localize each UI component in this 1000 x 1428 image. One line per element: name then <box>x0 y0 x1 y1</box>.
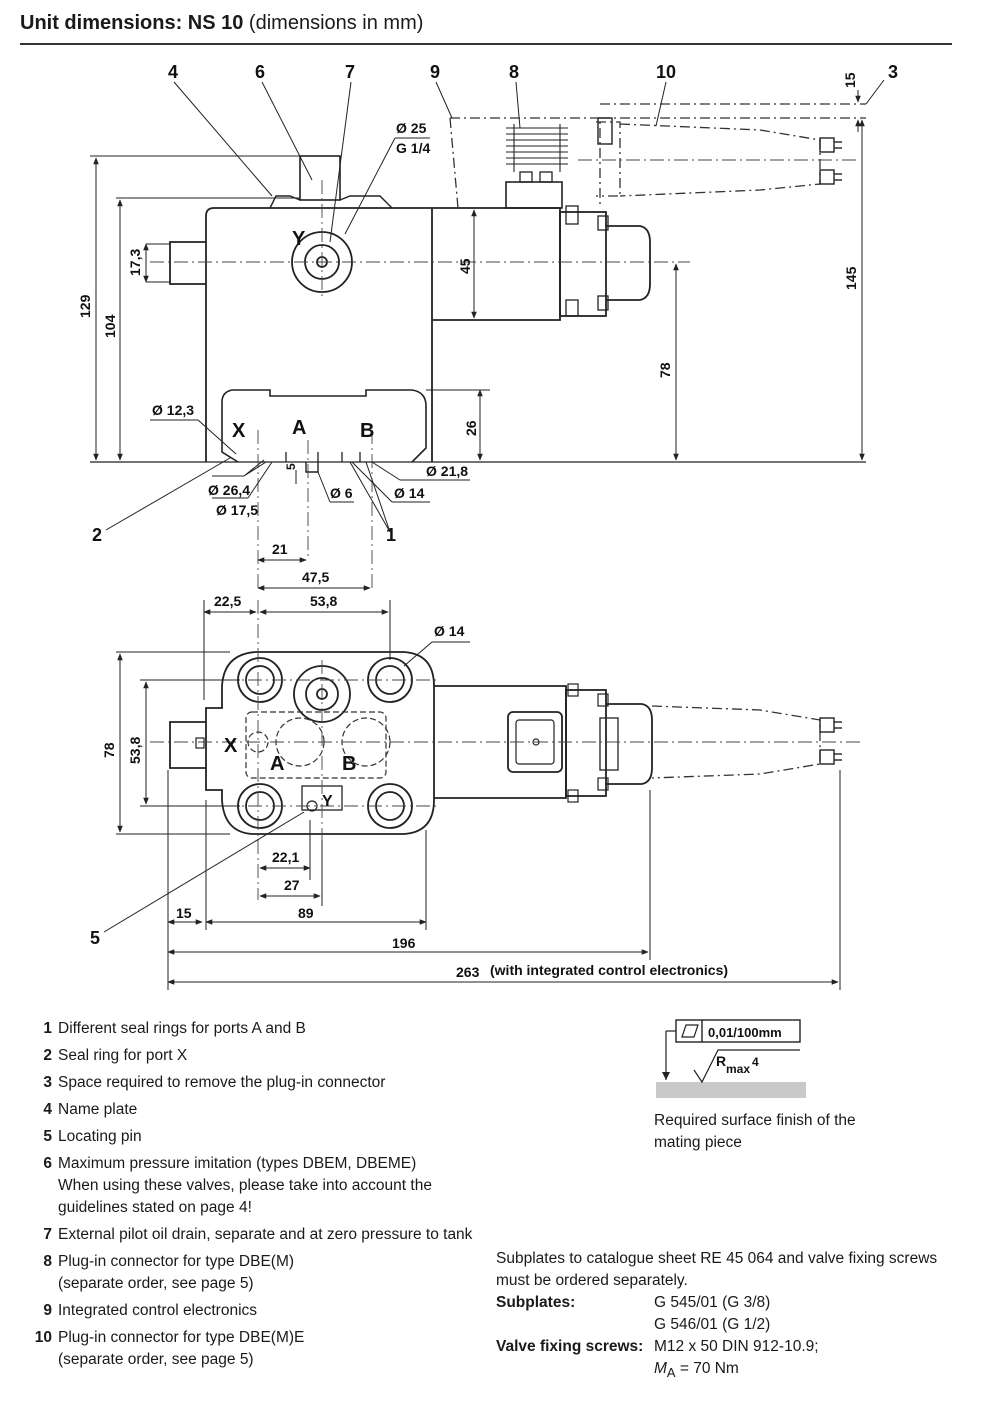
surface-finish-symbol: 0,01/100mm R max 4 <box>656 1019 806 1098</box>
svg-text:104: 104 <box>102 314 118 338</box>
port-b-side: B <box>360 420 374 442</box>
callout-1: 1 <box>386 525 396 545</box>
svg-text:15: 15 <box>842 72 858 88</box>
subplates-info: Subplates to catalogue sheet RE 45 064 a… <box>496 1248 976 1384</box>
top-view <box>169 651 653 835</box>
callout-3: 3 <box>888 62 898 82</box>
port-x-side: X <box>232 420 246 442</box>
subplates-note: Subplates to catalogue sheet RE 45 064 a… <box>496 1250 938 1289</box>
title-rule <box>20 43 952 45</box>
svg-text:Ø 12,3: Ø 12,3 <box>152 402 194 418</box>
callout-10: 10 <box>656 62 676 82</box>
port-b-top: B <box>342 753 356 775</box>
svg-text:(with integrated control elect: (with integrated control electronics) <box>490 962 728 978</box>
svg-text:5: 5 <box>284 463 298 470</box>
torque-row: MA = 70 Nm <box>654 1360 739 1381</box>
svg-text:15: 15 <box>176 905 192 921</box>
svg-text:89: 89 <box>298 905 314 921</box>
svg-text:53,8: 53,8 <box>310 593 337 609</box>
svg-text:Ø 14: Ø 14 <box>394 485 425 501</box>
svg-text:G 1/4: G 1/4 <box>396 140 430 156</box>
svg-text:17,3: 17,3 <box>127 249 143 276</box>
svg-text:78: 78 <box>101 742 117 758</box>
svg-text:21: 21 <box>272 541 288 557</box>
svg-text:max: max <box>726 1062 750 1076</box>
port-y-side: Y <box>292 228 306 250</box>
svg-text:Ø 26,4: Ø 26,4 <box>208 482 250 498</box>
callout-5: 5 <box>90 928 100 948</box>
svg-text:22,5: 22,5 <box>214 593 241 609</box>
callout-6: 6 <box>255 62 265 82</box>
surface-caption: Required surface finish of the mating pi… <box>654 1112 856 1151</box>
svg-text:Ø 21,8: Ø 21,8 <box>426 463 468 479</box>
port-a-top: A <box>270 753 284 775</box>
svg-text:0,01/100mm: 0,01/100mm <box>708 1025 782 1040</box>
callout-numbers: 4 6 7 9 8 10 3 2 1 5 <box>90 62 898 948</box>
subplates-row: Subplates: G 545/01 (G 3/8) G 546/01 (G … <box>496 1294 771 1333</box>
svg-text:26: 26 <box>463 420 479 436</box>
svg-text:R: R <box>716 1053 726 1069</box>
svg-text:22,1: 22,1 <box>272 849 299 865</box>
svg-text:Ø 17,5: Ø 17,5 <box>216 502 258 518</box>
svg-text:129: 129 <box>77 294 93 318</box>
svg-text:45: 45 <box>457 258 473 274</box>
side-view <box>90 124 866 473</box>
page-title: Unit dimensions: NS 10 (dimensions in mm… <box>20 12 424 34</box>
port-letters: Y X A B X A B Y <box>224 228 374 810</box>
callout-4: 4 <box>168 62 178 82</box>
svg-text:53,8: 53,8 <box>127 737 143 764</box>
svg-text:Ø 14: Ø 14 <box>434 623 465 639</box>
svg-text:Ø 25: Ø 25 <box>396 120 427 136</box>
dimension-values: Ø 25 G 1/4 15 145 129 104 17,3 45 78 26 … <box>77 72 859 980</box>
svg-text:47,5: 47,5 <box>302 569 329 585</box>
screws-row: Valve fixing screws: M12 x 50 DIN 912-10… <box>496 1338 819 1355</box>
callout-2: 2 <box>92 525 102 545</box>
port-y-top: Y <box>322 793 333 810</box>
svg-text:263: 263 <box>456 964 480 980</box>
callout-9: 9 <box>430 62 440 82</box>
callout-7: 7 <box>345 62 355 82</box>
dimension-drawing: 4 6 7 9 8 10 3 2 1 5 Y X A B X A B Y Ø 2… <box>77 62 898 990</box>
svg-text:196: 196 <box>392 935 416 951</box>
port-x-top: X <box>224 735 238 757</box>
svg-text:4: 4 <box>752 1055 759 1069</box>
svg-text:27: 27 <box>284 877 300 893</box>
port-a-side: A <box>292 417 306 439</box>
callout-8: 8 <box>509 62 519 82</box>
svg-text:78: 78 <box>657 362 673 378</box>
svg-text:Ø 6: Ø 6 <box>330 485 353 501</box>
svg-text:145: 145 <box>843 266 859 290</box>
